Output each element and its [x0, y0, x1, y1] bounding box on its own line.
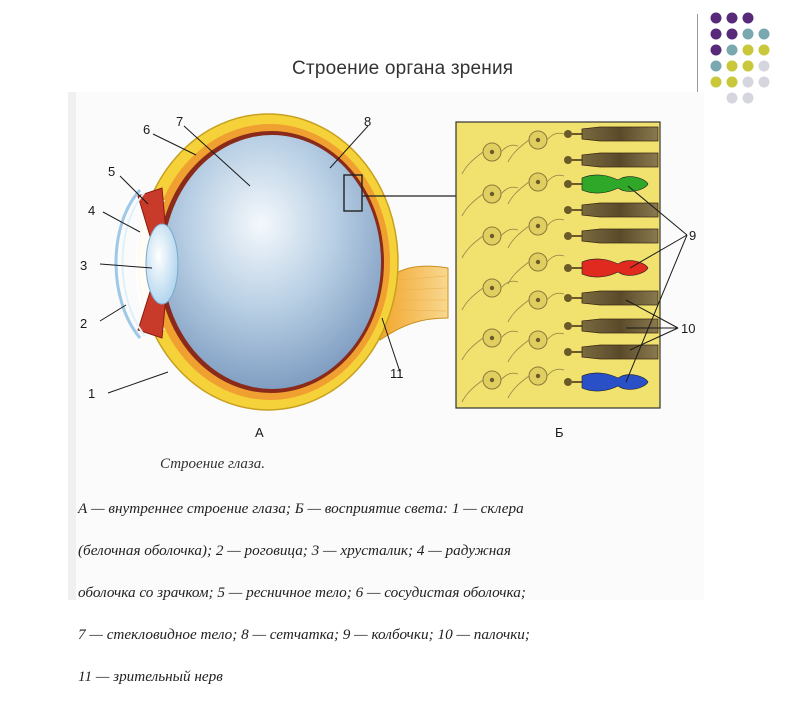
divider-line [697, 14, 698, 114]
decor-dot [710, 28, 722, 40]
caption-title: Строение глаза. [160, 456, 266, 472]
label-3: 3 [80, 258, 87, 273]
caption-line: А — внутреннее строение глаза; Б — воспр… [78, 500, 524, 517]
decorative-dots [710, 12, 770, 104]
caption-text: А — внутреннее строение глаза; Б — воспр… [78, 477, 700, 708]
eyeball [114, 113, 456, 411]
panel-b-label: Б [555, 425, 564, 440]
decor-dot [742, 28, 754, 40]
label-9: 9 [689, 228, 696, 243]
panel-edge [68, 92, 76, 600]
leader-lines-b [625, 185, 688, 383]
panel-a-label: А [255, 425, 264, 440]
decor-dot [742, 12, 754, 24]
decor-dot [726, 28, 738, 40]
label-10: 10 [681, 321, 695, 336]
label-1: 1 [88, 386, 95, 401]
rod-cell [581, 290, 659, 306]
decor-dot [758, 44, 770, 56]
retina-detail [455, 121, 661, 409]
cone-cell [581, 372, 649, 392]
label-5: 5 [108, 164, 115, 179]
decor-dot [742, 92, 754, 104]
decor-dot [742, 60, 754, 72]
cone-cell [581, 258, 649, 278]
decor-dot [726, 92, 738, 104]
decor-dot [726, 44, 738, 56]
rod-cell [581, 202, 659, 218]
decor-dot [726, 12, 738, 24]
rod-cell [581, 228, 659, 244]
rod-cell [581, 344, 659, 360]
label-7: 7 [176, 114, 183, 129]
caption-line: 7 — стекловидное тело; 8 — сетчатка; 9 —… [78, 626, 530, 643]
decor-dot [758, 60, 770, 72]
decor-dot [726, 76, 738, 88]
rod-cell [581, 126, 659, 142]
rod-cell [581, 318, 659, 334]
label-11: 11 [390, 366, 404, 381]
decor-dot [742, 76, 754, 88]
decor-dot [742, 44, 754, 56]
label-4: 4 [88, 203, 95, 218]
caption-line: 11 — зрительный нерв [78, 668, 223, 685]
decor-dot [758, 76, 770, 88]
retina-zoom-box [343, 174, 363, 212]
caption-line: (белочная оболочка); 2 — роговица; 3 — х… [78, 542, 511, 559]
decor-dot [710, 76, 722, 88]
rod-cell [581, 152, 659, 168]
lens [145, 223, 179, 305]
label-8: 8 [364, 114, 371, 129]
decor-dot [726, 60, 738, 72]
decor-dot [710, 60, 722, 72]
decor-dot [758, 28, 770, 40]
caption-line: оболочка со зрачком; 5 — ресничное тело;… [78, 584, 526, 601]
slide-title: Строение органа зрения [292, 58, 514, 79]
vitreous-body [163, 135, 381, 389]
eye-structure-diagram: 1 2 3 4 5 6 7 8 9 10 11 А Б [80, 113, 696, 440]
cornea [114, 188, 142, 339]
label-2: 2 [80, 316, 87, 331]
leader-lines-a [99, 125, 401, 394]
decor-dot [710, 12, 722, 24]
label-6: 6 [143, 122, 150, 137]
decor-dot [710, 44, 722, 56]
